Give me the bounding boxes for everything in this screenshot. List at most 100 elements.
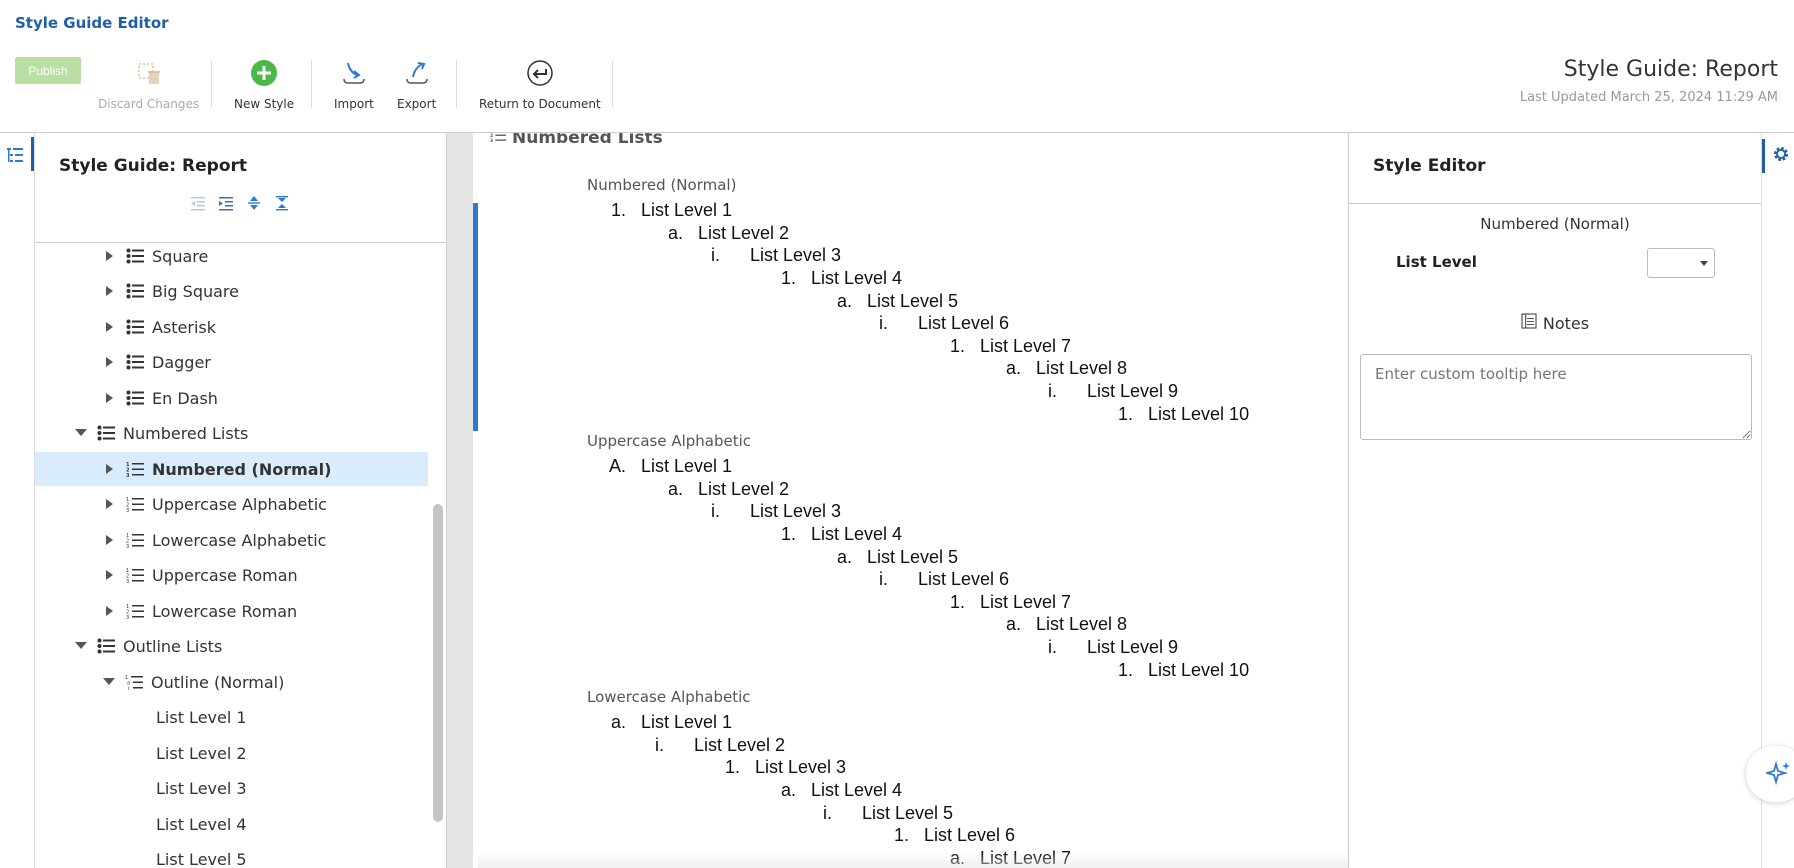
tree-item-list-level-1[interactable]: List Level 1 xyxy=(35,700,446,734)
outdent-icon[interactable] xyxy=(190,195,206,211)
section-title-numbered-normal[interactable]: Numbered (Normal) xyxy=(587,176,737,194)
list-marker: i. xyxy=(1048,637,1057,657)
svg-text:1: 1 xyxy=(126,533,129,539)
style-tree-panel: Style Guide: Report Square Big Square As… xyxy=(35,133,447,868)
list-item-text: List Level 8 xyxy=(1036,614,1128,634)
tree-item-dagger[interactable]: Dagger xyxy=(35,345,446,379)
ai-assistant-button[interactable] xyxy=(1746,746,1794,802)
collapse-all-icon[interactable] xyxy=(274,195,290,211)
panel-divider xyxy=(1349,203,1761,204)
section-title-lowercase-alphabetic[interactable]: Lowercase Alphabetic xyxy=(587,688,751,706)
export-label: Export xyxy=(397,97,437,111)
list-item: 1. List Level 10 xyxy=(1115,404,1249,425)
tree-group-outline-lists[interactable]: Outline Lists xyxy=(35,629,446,663)
list-item: i. List Level 6 xyxy=(878,313,1009,334)
tree-item-list-level-5[interactable]: List Level 5 xyxy=(35,842,446,868)
numbered-list-icon: 123 xyxy=(490,133,506,148)
expand-arrow-icon[interactable] xyxy=(104,605,116,617)
list-item: 1. List Level 1 xyxy=(608,200,732,221)
gear-icon[interactable] xyxy=(1772,145,1790,167)
list-item-text: List Level 3 xyxy=(755,757,847,777)
expand-arrow-icon[interactable] xyxy=(104,534,116,546)
tree-item-square[interactable]: Square xyxy=(35,239,446,273)
notes-header: Notes xyxy=(1349,313,1761,333)
tree-view-icon[interactable] xyxy=(6,146,24,168)
tree-scrollbar[interactable] xyxy=(433,504,443,822)
list-item-text: List Level 2 xyxy=(694,735,786,755)
svg-text:2: 2 xyxy=(126,539,129,545)
tree-item-label: Uppercase Alphabetic xyxy=(152,494,327,514)
expand-arrow-icon[interactable] xyxy=(104,463,116,475)
tree-item-label: Asterisk xyxy=(152,317,217,337)
indent-icon[interactable] xyxy=(218,195,234,211)
tree-item-big-square[interactable]: Big Square xyxy=(35,274,446,308)
collapse-arrow-icon[interactable] xyxy=(75,427,87,439)
import-button[interactable]: Import xyxy=(334,58,374,111)
bullet-list-icon xyxy=(97,637,115,655)
return-to-document-button[interactable]: Return to Document xyxy=(479,58,601,111)
tree-item-label: Numbered (Normal) xyxy=(152,459,332,479)
tree-item-label: Lowercase Alphabetic xyxy=(152,530,327,550)
tree-item-list-level-3[interactable]: List Level 3 xyxy=(35,771,446,805)
list-marker: 1. xyxy=(893,825,909,845)
list-item-text: List Level 6 xyxy=(918,569,1010,589)
style-editor-title: Style Editor xyxy=(1373,156,1486,176)
section-heading-label: Numbered Lists xyxy=(512,133,663,148)
list-item-text: List Level 1 xyxy=(641,456,733,476)
expand-arrow-icon[interactable] xyxy=(104,498,116,510)
collapse-arrow-icon[interactable] xyxy=(75,640,87,652)
header-divider xyxy=(0,132,1794,133)
selected-section-indicator xyxy=(473,203,478,431)
list-item: i. List Level 5 xyxy=(822,803,953,824)
section-title-uppercase-alphabetic[interactable]: Uppercase Alphabetic xyxy=(587,432,752,450)
discard-changes-button[interactable]: Discard Changes xyxy=(98,58,199,111)
list-level-select[interactable] xyxy=(1647,248,1715,278)
list-marker: a. xyxy=(836,547,852,567)
list-marker: a. xyxy=(836,291,852,311)
publish-button[interactable]: Publish xyxy=(15,57,81,84)
new-style-button[interactable]: New Style xyxy=(234,58,294,111)
list-marker: i. xyxy=(1048,381,1057,401)
tooltip-textarea[interactable] xyxy=(1360,354,1752,440)
tree-item-list-level-4[interactable]: List Level 4 xyxy=(35,807,446,841)
bullet-list-icon xyxy=(126,318,144,336)
export-button[interactable]: Export xyxy=(397,58,436,111)
rail-active-indicator xyxy=(31,137,34,171)
list-marker: a. xyxy=(780,780,796,800)
svg-text:2: 2 xyxy=(126,610,129,616)
expand-arrow-icon[interactable] xyxy=(104,250,116,262)
list-item-text: List Level 6 xyxy=(918,313,1010,333)
document-gutter xyxy=(447,133,473,868)
tree-item-label: List Level 4 xyxy=(156,814,247,834)
tree-group-numbered-lists[interactable]: Numbered Lists xyxy=(35,416,446,450)
chevron-down-icon xyxy=(1700,261,1708,266)
expand-all-icon[interactable] xyxy=(246,195,262,211)
expand-arrow-icon[interactable] xyxy=(104,392,116,404)
bullet-list-icon xyxy=(126,247,144,265)
list-marker: i. xyxy=(711,501,720,521)
expand-arrow-icon[interactable] xyxy=(104,356,116,368)
svg-text:1: 1 xyxy=(126,604,129,610)
expand-arrow-icon[interactable] xyxy=(104,569,116,581)
list-marker: 1. xyxy=(780,268,796,288)
tree-item-asterisk[interactable]: Asterisk xyxy=(35,310,446,344)
list-marker: a. xyxy=(1005,614,1021,634)
tree-item-list-level-2[interactable]: List Level 2 xyxy=(35,736,446,770)
toolbar-divider xyxy=(612,60,613,108)
list-marker: 1. xyxy=(724,757,740,777)
tree-item-label: Square xyxy=(152,246,209,266)
expand-arrow-icon[interactable] xyxy=(104,285,116,297)
expand-arrow-icon[interactable] xyxy=(104,321,116,333)
collapse-arrow-icon[interactable] xyxy=(103,676,115,688)
tree-item-en-dash[interactable]: En Dash xyxy=(35,381,446,415)
discard-label: Discard Changes xyxy=(98,97,200,111)
